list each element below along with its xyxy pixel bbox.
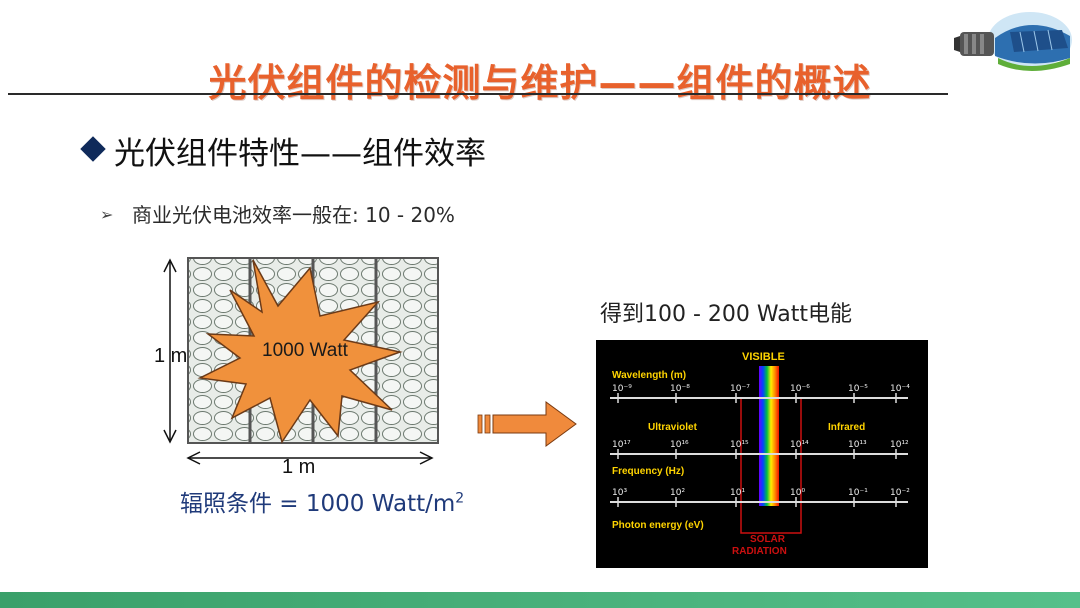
photon-tick-label: 10⁻¹ bbox=[848, 488, 868, 498]
frequency-tick-label: 10¹⁵ bbox=[730, 440, 749, 450]
lightbulb-solar-logo-icon bbox=[950, 8, 1075, 78]
visible-band bbox=[759, 366, 779, 506]
wavelength-tick-label: 10⁻⁴ bbox=[890, 384, 910, 394]
photon-tick-label: 10¹ bbox=[730, 488, 745, 498]
irradiance-superscript: 2 bbox=[455, 490, 464, 506]
irradiance-label: 辐照条件 = 1000 Watt/m bbox=[180, 491, 455, 517]
em-spectrum-diagram: VISIBLE Wavelength (m) 10⁻⁹ 10⁻⁸ 10⁻⁷ 10⁻⁶ 1… bbox=[596, 340, 928, 568]
irradiance-condition: 辐照条件 = 1000 Watt/m2 bbox=[180, 484, 464, 518]
output-caption: 得到100 - 200 Watt电能 bbox=[600, 296, 852, 328]
section-heading: 光伏组件特性——组件效率 bbox=[114, 128, 486, 173]
frequency-tick-label: 10¹⁷ bbox=[612, 440, 631, 450]
photon-tick-label: 10⁰ bbox=[790, 488, 805, 498]
solar-label-2: RADIATION bbox=[732, 546, 787, 557]
frequency-tick-label: 10¹³ bbox=[848, 440, 867, 450]
ultraviolet-label: Ultraviolet bbox=[648, 422, 698, 433]
infrared-label: Infrared bbox=[828, 422, 865, 433]
solar-label-1: SOLAR bbox=[750, 534, 786, 545]
efficiency-bullet: 商业光伏电池效率一般在: 10 - 20% bbox=[132, 199, 455, 228]
photon-tick-label: 10⁻² bbox=[890, 488, 910, 498]
photon-label: Photon energy (eV) bbox=[612, 520, 704, 531]
wavelength-label: Wavelength (m) bbox=[612, 370, 686, 381]
arrow-bullet-icon: ➢ bbox=[100, 205, 113, 224]
frequency-tick-label: 10¹² bbox=[890, 440, 909, 450]
wavelength-tick-label: 10⁻⁸ bbox=[670, 384, 690, 394]
photon-tick-label: 10² bbox=[670, 488, 685, 498]
frequency-label: Frequency (Hz) bbox=[612, 466, 684, 477]
title-divider bbox=[8, 93, 948, 95]
width-label: 1 m bbox=[282, 456, 315, 478]
footer-bar bbox=[0, 592, 1080, 608]
burst-label: 1000 Watt bbox=[262, 340, 349, 361]
wavelength-tick-label: 10⁻⁹ bbox=[612, 384, 632, 394]
diamond-bullet-icon bbox=[80, 136, 105, 161]
frequency-tick-label: 10¹⁶ bbox=[670, 440, 689, 450]
slide-title: 光伏组件的检测与维护——组件的概述 bbox=[0, 52, 1080, 107]
photon-tick-label: 10³ bbox=[612, 488, 627, 498]
frequency-tick-label: 10¹⁴ bbox=[790, 440, 809, 450]
solar-panel-diagram: 1000 Watt 1 m 1 m bbox=[150, 250, 470, 510]
wavelength-tick-label: 10⁻⁷ bbox=[730, 384, 750, 394]
wavelength-tick-label: 10⁻⁵ bbox=[848, 384, 868, 394]
height-label: 1 m bbox=[154, 345, 187, 367]
wavelength-tick-label: 10⁻⁶ bbox=[790, 384, 810, 394]
visible-label: VISIBLE bbox=[742, 351, 785, 363]
right-arrow-icon bbox=[476, 398, 580, 450]
